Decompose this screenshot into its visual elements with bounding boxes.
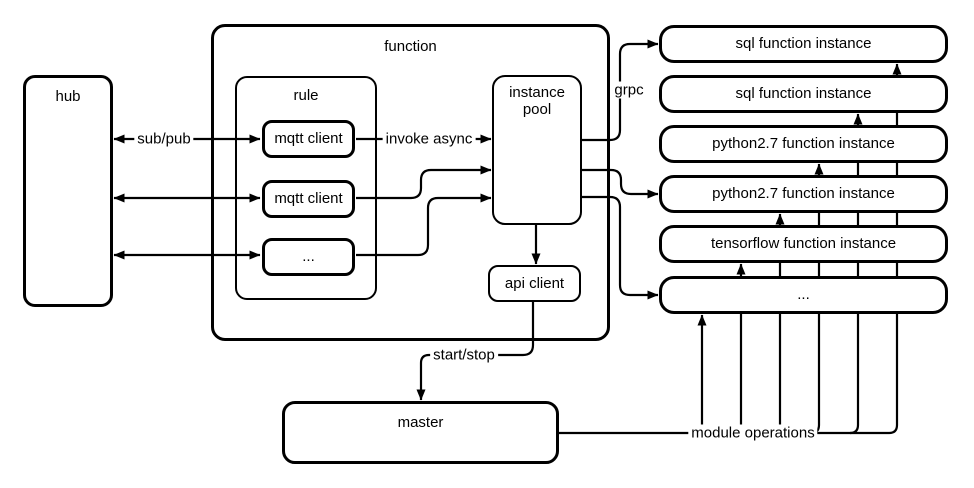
edge-moduleops-instmore xyxy=(693,314,707,435)
rule-container-label: rule xyxy=(293,87,319,104)
edge-pool-instmore xyxy=(581,195,659,300)
rule-container: rule xyxy=(235,76,377,300)
edge-master-moduleops-main xyxy=(559,63,902,435)
edge-mqtt2-pool xyxy=(356,165,492,200)
edge-moduleops-sql2 xyxy=(849,113,863,435)
edge-pool-python2 xyxy=(581,168,659,199)
edge-label-sub-pub: sub/pub xyxy=(134,130,194,148)
edge-moduleops-python1 xyxy=(810,163,824,435)
edge-label-module-operations: module operations xyxy=(688,424,818,442)
edge-label-grpc: grpc xyxy=(611,81,647,99)
edge-moduleops-python2 xyxy=(771,213,785,435)
function-container: function xyxy=(211,24,610,341)
edge-moduleops-tensorflow xyxy=(732,263,746,435)
edge-label-start-stop: start/stop xyxy=(430,346,498,364)
edge-rulemore-pool xyxy=(356,193,492,257)
edge-label-invoke-async: invoke async xyxy=(382,130,476,148)
function-container-label: function xyxy=(384,38,437,55)
